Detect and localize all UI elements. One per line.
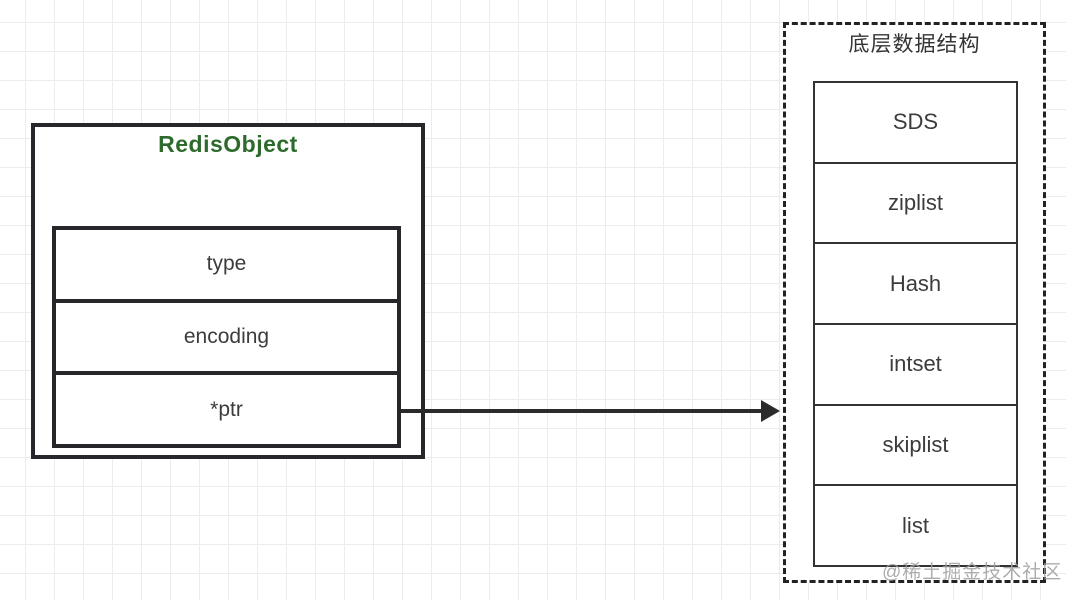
structure-cell-ziplist: ziplist xyxy=(815,161,1016,243)
pointer-arrow-line xyxy=(401,409,764,413)
field-cell-ptr: *ptr xyxy=(56,371,397,445)
structure-cell-list: list xyxy=(815,484,1016,566)
pointer-arrow-head-icon xyxy=(761,400,780,422)
watermark-text: @稀土掘金技术社区 xyxy=(882,562,1063,583)
underlying-structures-table: SDS ziplist Hash intset skiplist list xyxy=(813,81,1018,567)
field-cell-type: type xyxy=(56,230,397,299)
field-cell-encoding: encoding xyxy=(56,298,397,372)
structure-cell-intset: intset xyxy=(815,323,1016,404)
redis-object-fields-table: type encoding *ptr xyxy=(52,226,401,448)
structure-cell-sds: SDS xyxy=(815,83,1016,162)
underlying-structures-title: 底层数据结构 xyxy=(848,33,981,56)
structure-cell-hash: Hash xyxy=(815,242,1016,324)
redis-object-title: RedisObject xyxy=(158,131,298,157)
structure-cell-skiplist: skiplist xyxy=(815,403,1016,485)
